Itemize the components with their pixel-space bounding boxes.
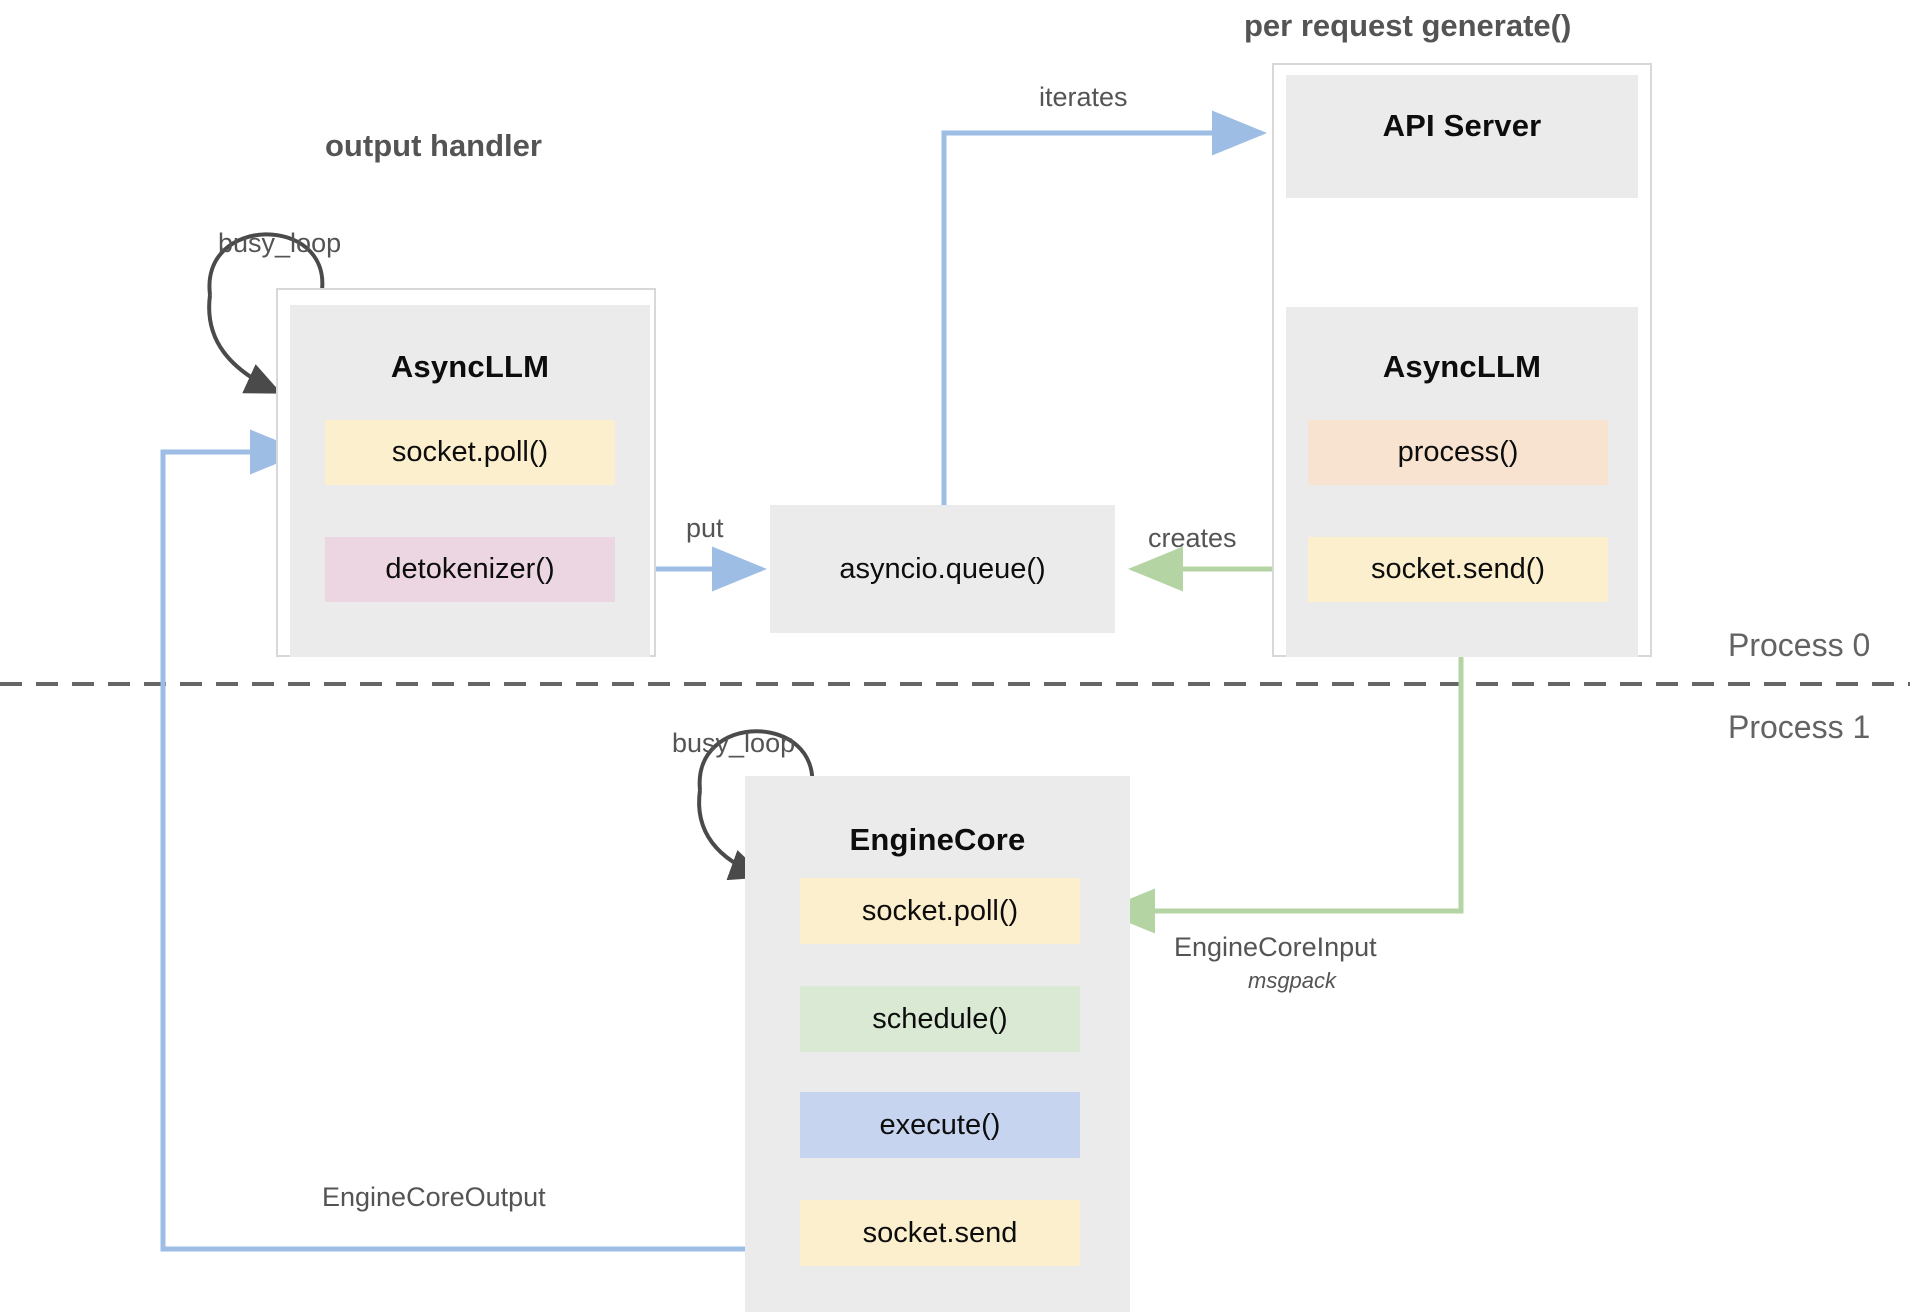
process-0-label: Process 0 bbox=[1728, 627, 1871, 663]
process-1-label: Process 1 bbox=[1728, 709, 1871, 745]
label-iterates: iterates bbox=[1039, 82, 1128, 112]
api-server-panel[interactable]: API Server bbox=[1286, 75, 1638, 198]
chip-execute[interactable]: execute() bbox=[800, 1092, 1080, 1158]
label-engine-core-input: EngineCoreInput bbox=[1174, 932, 1377, 962]
label-busy-loop-enginecore: busy_loop bbox=[672, 728, 796, 758]
asyncllm-panel-right-title: AsyncLLM bbox=[1382, 349, 1542, 384]
chip-detokenizer[interactable]: detokenizer() bbox=[325, 537, 615, 602]
label-put: put bbox=[686, 513, 724, 543]
edge-iterates bbox=[941, 110, 1267, 505]
chip-socket-poll-asyncllm-left[interactable]: socket.poll() bbox=[325, 420, 615, 485]
enginecore-title: EngineCore bbox=[849, 822, 1026, 857]
busy-loop-arc-asyncllm-tail bbox=[207, 294, 282, 394]
chip-socket-poll-enginecore[interactable]: socket.poll() bbox=[800, 878, 1080, 944]
chip-socket-send-asyncllm-right[interactable]: socket.send() bbox=[1308, 537, 1608, 602]
chip-schedule[interactable]: schedule() bbox=[800, 986, 1080, 1052]
label-engine-core-input-msgpack: msgpack bbox=[1248, 968, 1337, 993]
label-busy-loop-asyncllm: busy_loop bbox=[218, 228, 342, 258]
label-engine-core-output: EngineCoreOutput bbox=[322, 1182, 546, 1212]
asyncio-queue-box[interactable]: asyncio.queue() bbox=[770, 505, 1115, 633]
chip-process[interactable]: process() bbox=[1308, 420, 1608, 485]
chip-socket-send-enginecore[interactable]: socket.send bbox=[800, 1200, 1080, 1266]
title-per-request-generate: per request generate() bbox=[1244, 8, 1572, 43]
title-output-handler: output handler bbox=[325, 128, 542, 163]
label-creates: creates bbox=[1148, 523, 1237, 553]
asyncllm-panel-left-title: AsyncLLM bbox=[390, 349, 550, 384]
api-server-title: API Server bbox=[1382, 108, 1542, 143]
